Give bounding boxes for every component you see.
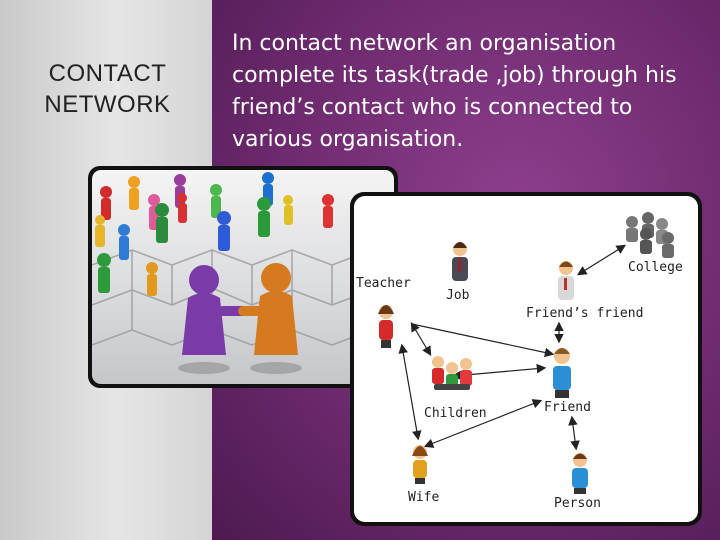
friends-friend-person-icon (558, 261, 574, 300)
slide-body-text: In contact network an organisation compl… (232, 31, 677, 152)
slide-title-line1: CONTACT (48, 60, 167, 87)
friend-person-icon (553, 348, 571, 398)
label-college: College (628, 260, 683, 275)
slide-title: CONTACT NETWORK (20, 58, 195, 120)
label-person: Person (554, 496, 601, 511)
label-children: Children (424, 406, 487, 421)
wife-person-icon (412, 445, 428, 484)
diagram-canvas: Teacher Job College Friend’s friend Chil… (354, 196, 698, 522)
children-group-icon (432, 356, 472, 390)
network-photo-image (92, 170, 394, 384)
contact-network-diagram: Teacher Job College Friend’s friend Chil… (350, 192, 702, 526)
person-icon (572, 453, 588, 494)
job-person-icon (452, 242, 468, 281)
teacher-person-icon (378, 305, 394, 348)
label-job: Job (446, 288, 470, 303)
label-teacher: Teacher (356, 276, 411, 291)
label-wife: Wife (408, 490, 440, 505)
college-group-icon (626, 212, 674, 258)
network-photo-illustration (92, 172, 394, 374)
slide-title-line2: NETWORK (44, 91, 171, 118)
label-friend: Friend (544, 400, 591, 415)
network-people-photo (88, 166, 398, 388)
diagram-graphics (378, 212, 674, 494)
label-friends-friend: Friend’s friend (526, 306, 644, 321)
